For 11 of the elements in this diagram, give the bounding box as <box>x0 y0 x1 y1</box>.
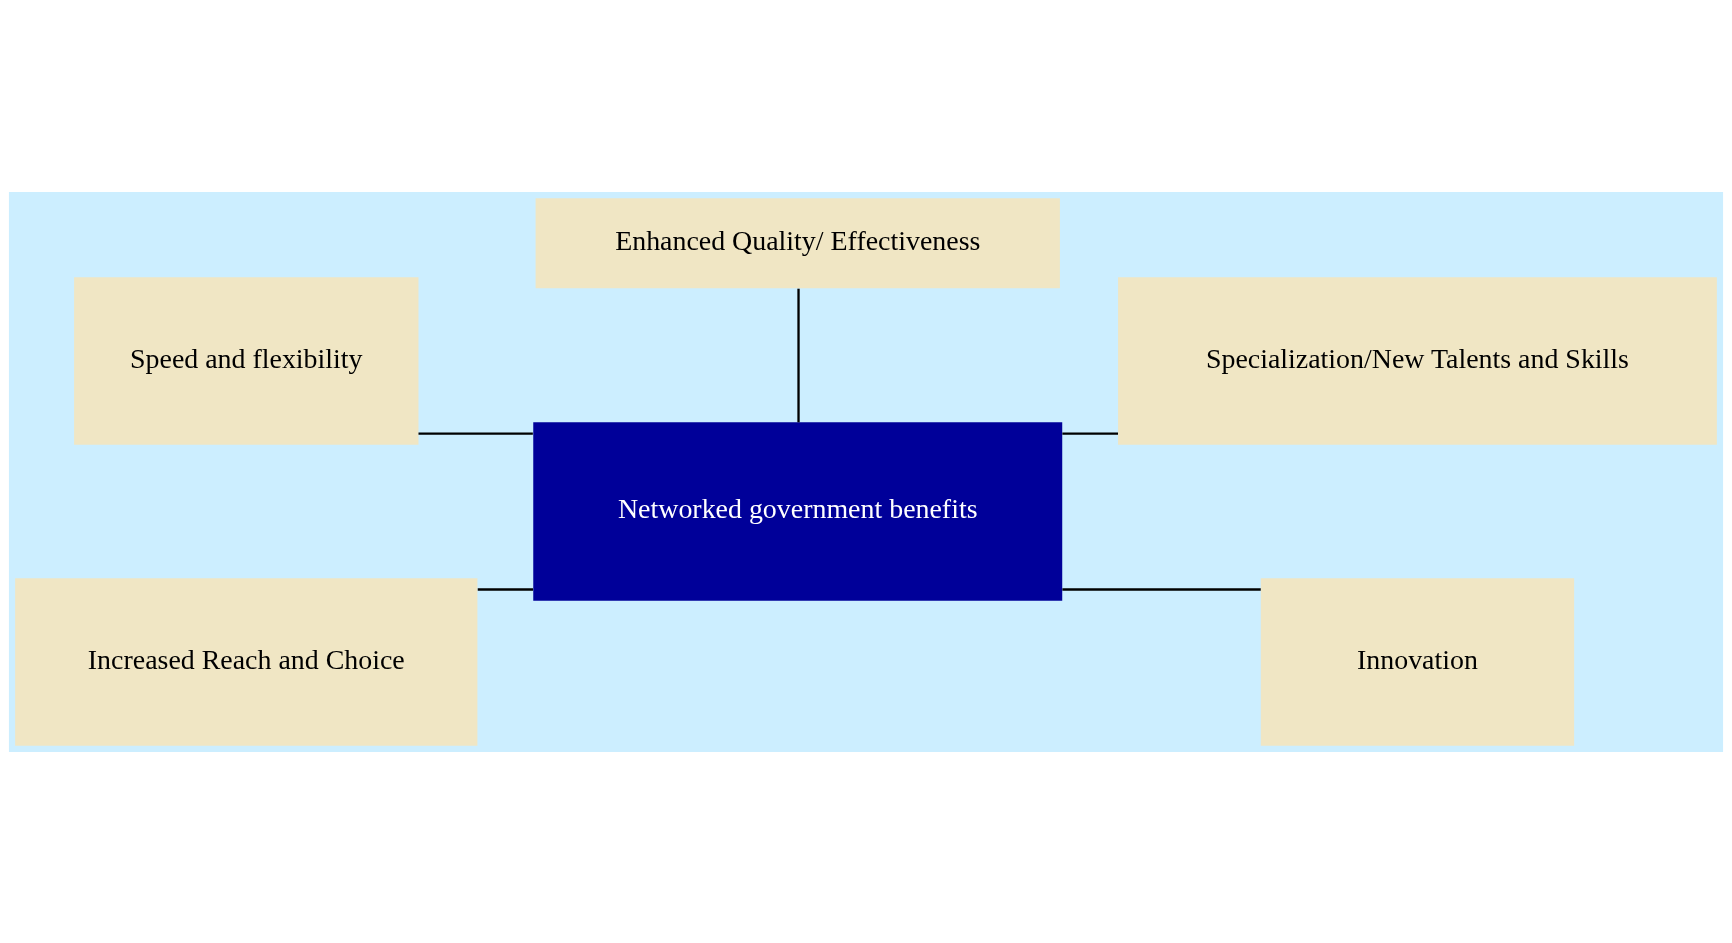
connector <box>1062 431 1118 435</box>
connector <box>797 288 800 422</box>
connector <box>418 431 533 435</box>
node-box: Networked government benefits <box>533 421 1063 601</box>
node-box: Increased Reach and Choice <box>15 577 478 746</box>
node-box: Specialization/New Talents and Skills <box>1118 276 1717 445</box>
connector <box>1062 587 1261 591</box>
node-box: Speed and flexibility <box>74 276 419 445</box>
node-box: Innovation <box>1260 577 1575 746</box>
node-box: Enhanced Quality/ Effectiveness <box>535 197 1060 288</box>
connector <box>477 587 534 591</box>
